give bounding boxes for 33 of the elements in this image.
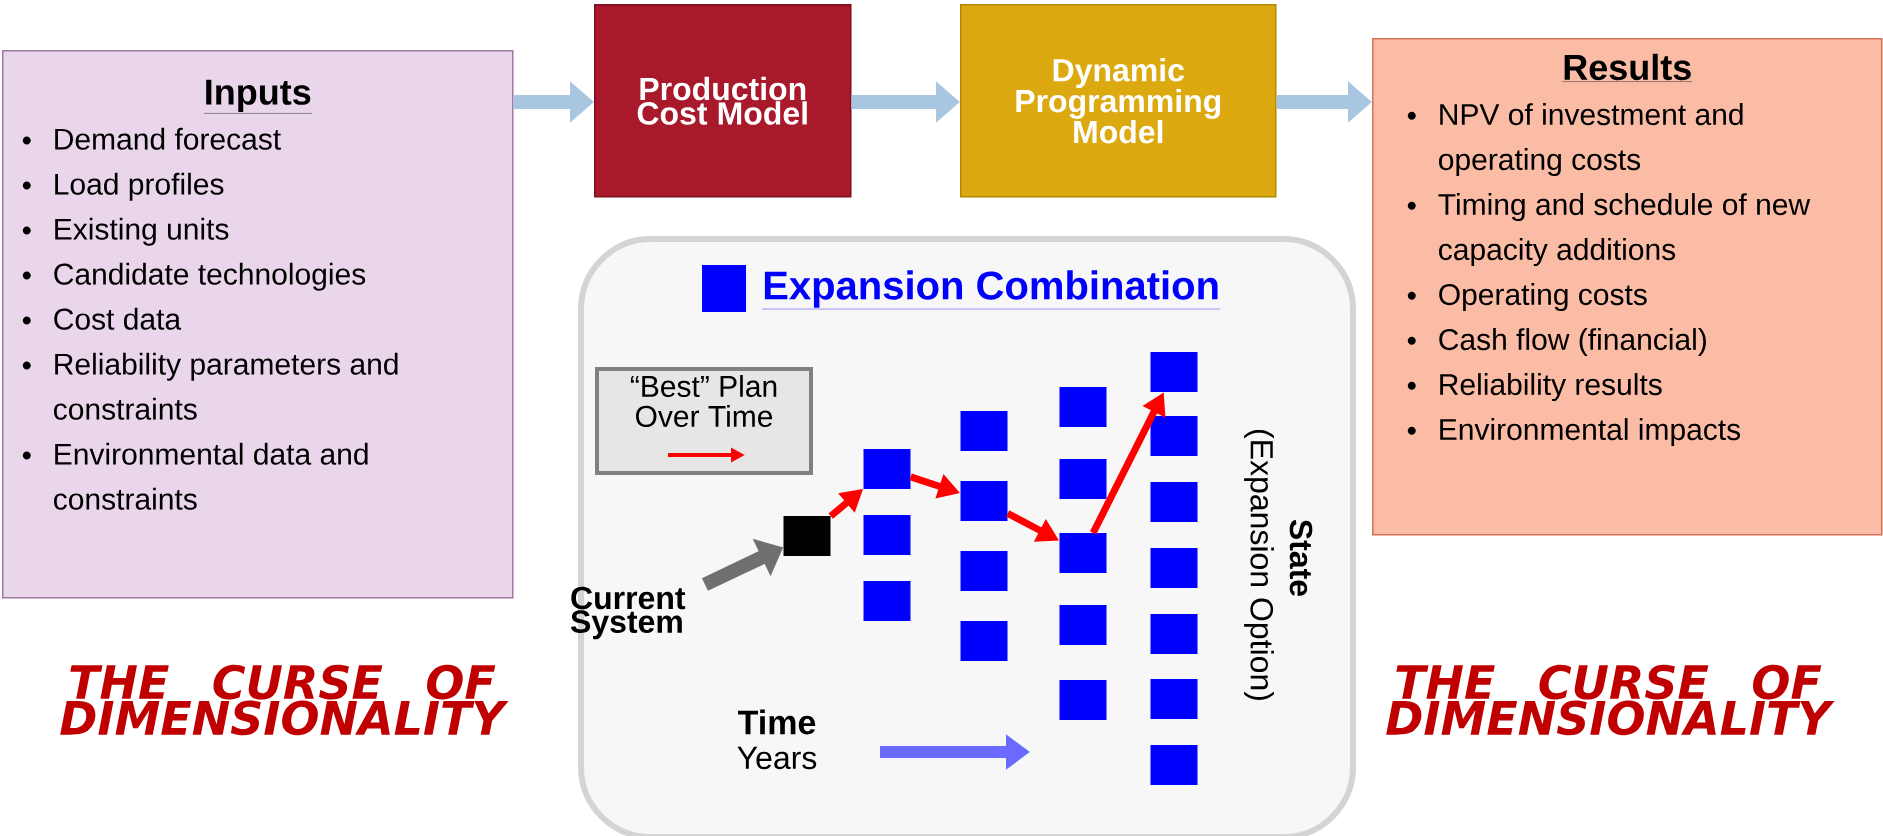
- inputs-box: Inputs Demand forecast Load profiles Existing units Candidate technologies Cost data Reliability parameters and constraints Environmental data and constraints: [2, 50, 514, 599]
- curse-title: THE CURSE OF DIMENSIONALITY: [1386, 664, 1835, 736]
- state-square: [1150, 352, 1198, 392]
- axis-label: Years: [737, 746, 817, 770]
- current-state-square: [783, 516, 831, 556]
- axis-label: State: [1289, 519, 1313, 597]
- state-square: [1059, 605, 1107, 645]
- state-square: [1150, 614, 1198, 654]
- state-square: [1059, 533, 1107, 573]
- state-square: [960, 551, 1008, 591]
- state-square: [1150, 745, 1198, 785]
- state-square: [1059, 459, 1107, 499]
- state-square: [863, 449, 911, 489]
- state-square: [1059, 387, 1107, 427]
- state-square: [960, 621, 1008, 661]
- state-square: [1150, 548, 1198, 588]
- state-square: [863, 581, 911, 621]
- results-box: Results NPV of investment and operating costs Timing and schedule of new capacity additions Operating costs Cash flow (financial) Reliability results Environmental impacts: [1372, 38, 1883, 536]
- legend-label: Expansion Combination: [762, 270, 1221, 310]
- legend-box: “Best” Plan Over Time: [595, 367, 813, 475]
- state-square: [1150, 416, 1198, 456]
- curse-title: THE CURSE OF DIMENSIONALITY: [60, 664, 509, 736]
- state-square: [960, 411, 1008, 451]
- model-box: Dynamic Programming Model: [960, 4, 1277, 198]
- state-square: [1150, 482, 1198, 522]
- current-system-label: Current System: [570, 586, 686, 640]
- state-square: [1059, 680, 1107, 720]
- state-square: [863, 515, 911, 555]
- axis-label: Time: [738, 709, 816, 735]
- state-square: [960, 481, 1008, 521]
- state-square: [1150, 679, 1198, 719]
- model-box: Production Cost Model: [594, 4, 852, 198]
- axis-label: (Expansion Option): [1244, 430, 1274, 700]
